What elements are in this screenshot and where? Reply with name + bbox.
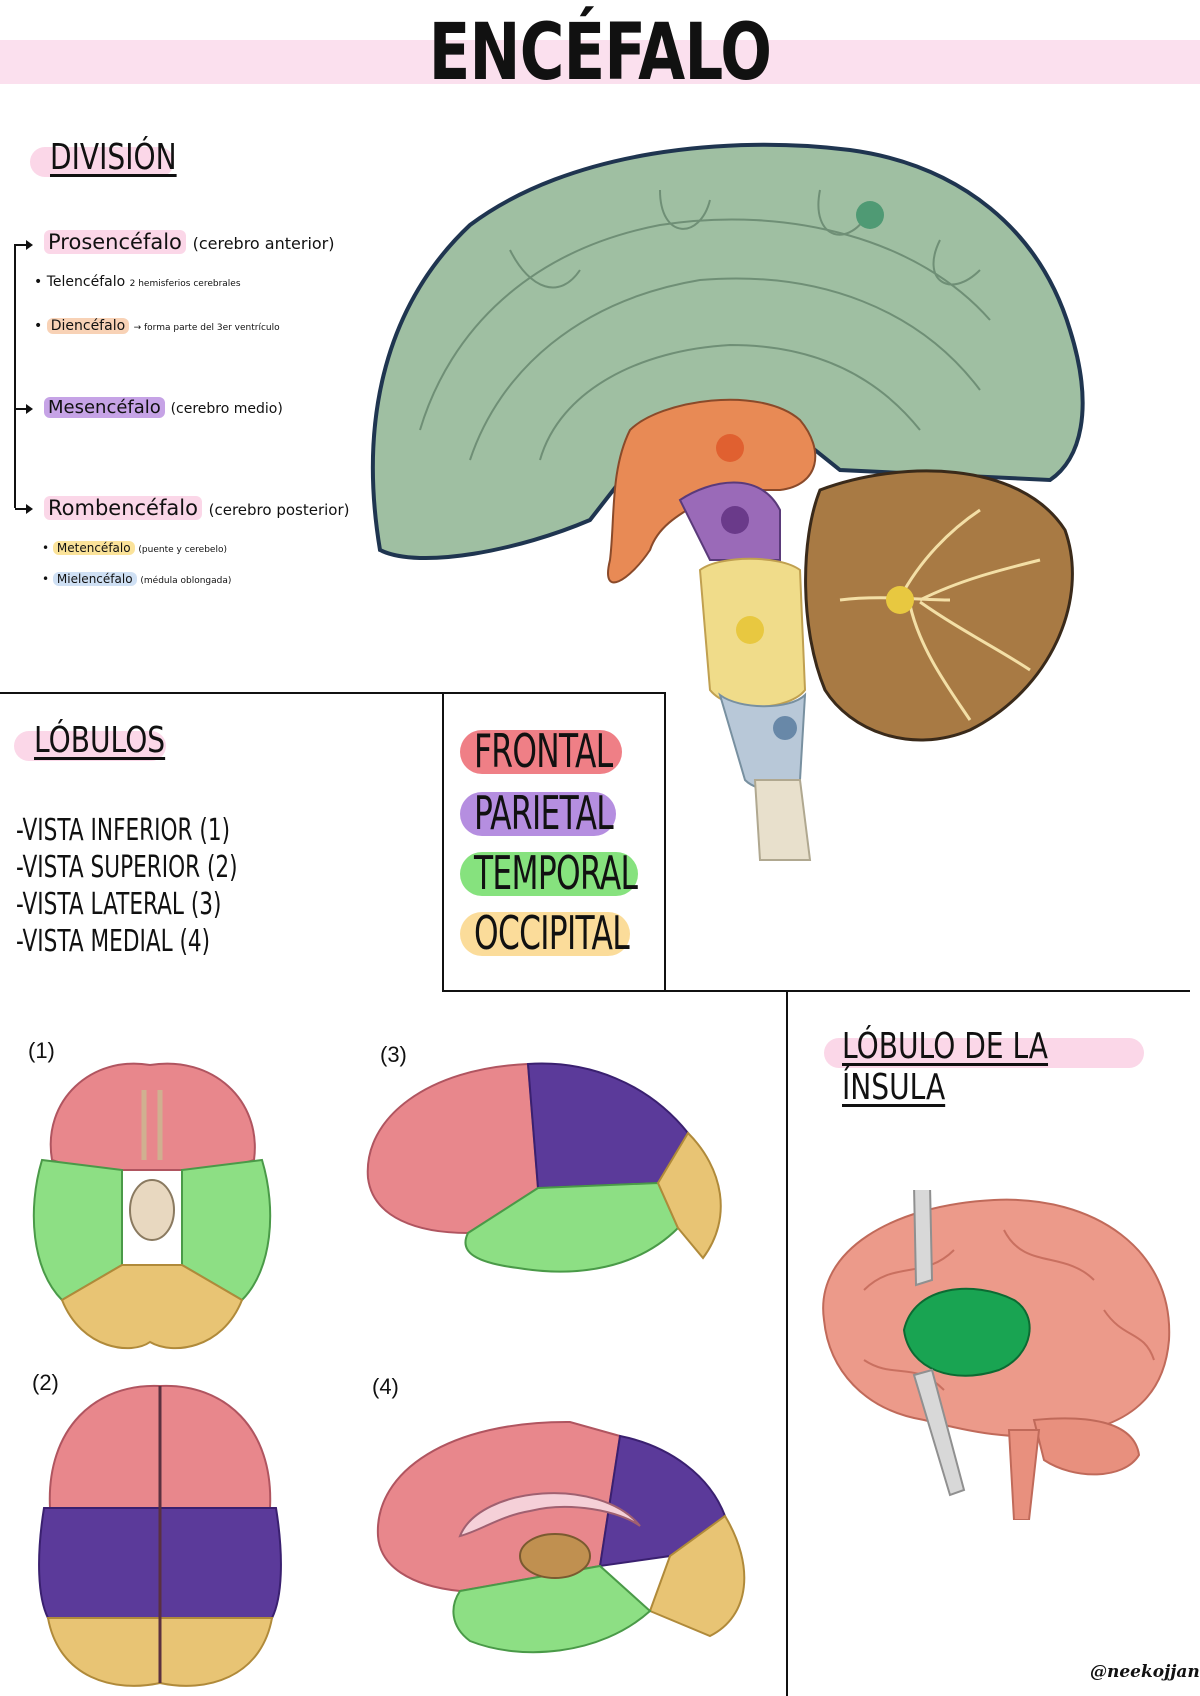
midbrain-marker xyxy=(721,506,749,534)
division-item-prosencefalo: Prosencéfalo (cerebro anterior) xyxy=(44,230,335,254)
cerebellum-region xyxy=(804,469,1074,742)
prosencefalo-label: Prosencéfalo xyxy=(44,230,186,254)
division-item-mesencefalo: Mesencéfalo (cerebro medio) xyxy=(44,397,283,418)
insula-cerebellum xyxy=(1032,1417,1141,1476)
legend-frontal-label: FRONTAL xyxy=(474,724,613,778)
insula-brainstem xyxy=(1007,1429,1041,1520)
mesencefalo-label: Mesencéfalo xyxy=(44,397,165,418)
arrow-prosencefalo xyxy=(15,240,33,250)
insula-heading: LÓBULO DE LA ÍNSULA xyxy=(842,1026,1049,1108)
legend-temporal-pill xyxy=(460,852,638,896)
figure-label-3: (3) xyxy=(380,1042,407,1067)
lobulos-heading: LÓBULOS xyxy=(34,720,166,761)
medulla-marker xyxy=(773,716,797,740)
division-item-telencefalo: • Telencéfalo 2 hemisferios cerebrales xyxy=(34,274,241,290)
prosencefalo-desc: (cerebro anterior) xyxy=(192,234,335,253)
division-item-diencefalo: • Diencéfalo → forma parte del 3er ventr… xyxy=(34,318,280,334)
author-credit: @neekojjanto xyxy=(1090,1662,1200,1682)
divider-figures-top xyxy=(442,990,1190,992)
vista-medial: -VISTA MEDIAL (4) xyxy=(16,924,211,959)
pons-marker xyxy=(736,616,764,644)
lateral-parietal-lobe xyxy=(526,1062,690,1190)
page-title: ENCÉFALO xyxy=(428,8,772,98)
spinal-cord xyxy=(753,779,812,861)
insula-brain-gyri xyxy=(863,1229,1155,1391)
figure-label-2: (2) xyxy=(32,1370,59,1395)
telencefalo-label: Telencéfalo xyxy=(46,274,126,290)
insula-heading-highlight xyxy=(824,1038,1144,1068)
legend-occipital-pill xyxy=(460,912,630,956)
inferior-occipital xyxy=(60,1264,244,1349)
title-band xyxy=(0,40,1200,84)
division-heading-highlight xyxy=(30,147,174,177)
brain-inferior-view xyxy=(32,1062,272,1349)
sagittal-brain-section xyxy=(370,142,1085,861)
medial-thalamus xyxy=(519,1533,591,1579)
division-item-mielencefalo: • Mielencéfalo (médula oblongada) xyxy=(42,572,232,586)
insula-retractor-top xyxy=(913,1190,934,1287)
insula-brain-illustration xyxy=(822,1190,1171,1520)
division-item-rombencefalo: Rombencéfalo (cerebro posterior) xyxy=(44,496,349,520)
brain-medial-view xyxy=(376,1420,746,1654)
figure-label-4: (4) xyxy=(372,1374,399,1399)
mielencefalo-desc: (médula oblongada) xyxy=(140,576,232,586)
vista-lateral: -VISTA LATERAL (3) xyxy=(16,887,222,922)
medulla-region xyxy=(718,692,807,791)
metencefalo-desc: (puente y cerebelo) xyxy=(138,545,227,555)
lateral-occipital-lobe xyxy=(656,1131,722,1260)
legend-parietal-label: PARIETAL xyxy=(474,786,614,840)
brain-lateral-view xyxy=(366,1062,722,1273)
inferior-frontal-lobe xyxy=(49,1062,256,1171)
lateral-temporal-lobe xyxy=(464,1181,680,1273)
cerebrum-marker xyxy=(856,201,884,229)
vista-inferior: -VISTA INFERIOR (1) xyxy=(16,813,230,848)
medial-temporal-lobe xyxy=(452,1564,652,1654)
rombencefalo-desc: (cerebro posterior) xyxy=(208,501,350,519)
legend-occipital-label: OCCIPITAL xyxy=(474,906,630,960)
figure-label-1: (1) xyxy=(28,1038,55,1063)
divider-lobulos-top xyxy=(0,692,664,694)
diencefalo-desc: → forma parte del 3er ventrículo xyxy=(133,323,280,333)
rombencefalo-label: Rombencéfalo xyxy=(44,496,202,520)
divider-insula xyxy=(786,990,788,1696)
legend-parietal-pill xyxy=(460,792,616,836)
insula-retractor-bottom xyxy=(912,1368,966,1497)
divider-legend-right xyxy=(664,692,666,992)
division-heading: DIVISIÓN xyxy=(50,137,177,178)
division-tree-line xyxy=(14,244,16,508)
cerebrum-gyri xyxy=(419,189,991,461)
vista-superior: -VISTA SUPERIOR (2) xyxy=(16,850,238,885)
lobulos-heading-highlight xyxy=(14,731,166,761)
metencefalo-label: Metencéfalo xyxy=(52,541,135,555)
arrow-rombencefalo xyxy=(15,504,33,514)
medial-corpus-callosum xyxy=(458,1492,641,1538)
diencefalo-label: Diencéfalo xyxy=(46,318,130,334)
diencephalon-marker xyxy=(716,434,744,462)
cerebellum-marker xyxy=(886,586,914,614)
cerebrum-region xyxy=(370,142,1085,561)
division-item-metencefalo: • Metencéfalo (puente y cerebelo) xyxy=(42,541,227,555)
inferior-brainstem xyxy=(129,1179,175,1241)
mesencefalo-desc: (cerebro medio) xyxy=(170,401,283,417)
mielencefalo-label: Mielencéfalo xyxy=(52,572,137,586)
legend-temporal-label: TEMPORAL xyxy=(474,846,638,900)
telencefalo-desc: 2 hemisferios cerebrales xyxy=(129,279,241,289)
inferior-olfactory-tracts xyxy=(141,1090,163,1160)
brain-superior-view xyxy=(38,1384,282,1687)
divider-legend-left xyxy=(442,692,444,992)
medial-occipital-lobe xyxy=(648,1514,746,1638)
arrow-mesencefalo xyxy=(15,404,33,414)
insula-lobe xyxy=(902,1287,1031,1377)
legend-frontal-pill xyxy=(460,730,622,774)
